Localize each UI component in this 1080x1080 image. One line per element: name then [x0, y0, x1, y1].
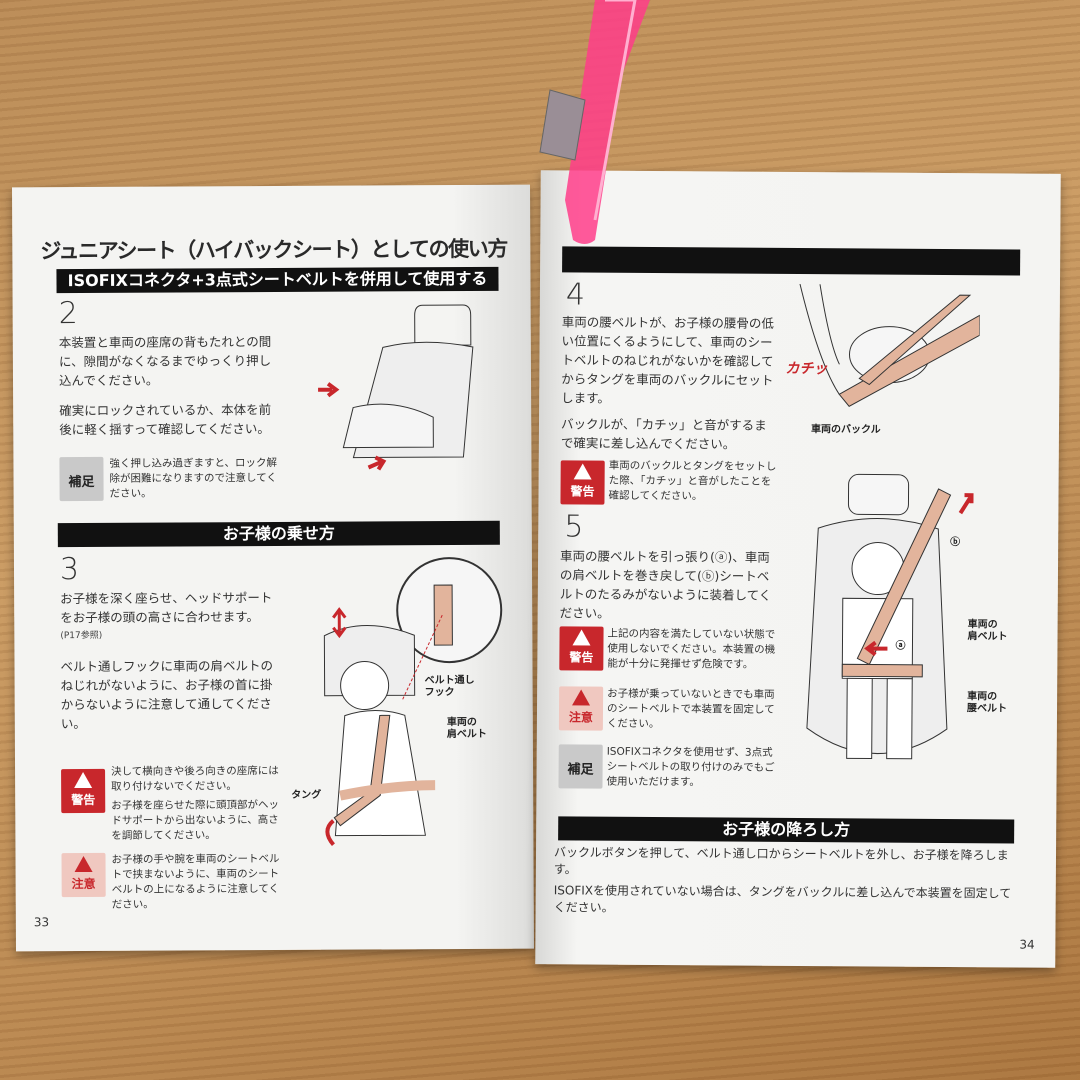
- page-number: 33: [33, 915, 50, 930]
- note-badge: 補足: [558, 744, 603, 789]
- hook-callout: ベルト通し フック: [424, 674, 475, 699]
- click-sound-label: カチッ: [785, 360, 828, 378]
- lap-belt-callout: 車両の 腰ベルト: [966, 691, 1008, 715]
- unload-text-2: ISOFIXを使用されていない場合は、タングをバックルに差し込んで本装置を固定し…: [553, 883, 1012, 915]
- warning-triangle-icon: [573, 463, 592, 480]
- section-bar: お子様の降ろし方: [558, 816, 1015, 844]
- section-bar: お子様の乗せ方: [57, 520, 500, 548]
- subtitle-bar: ISOFIXコネクタ+3点式シートベルトを併用して使用する: [56, 266, 499, 294]
- unload-text: バックルボタンを押して、ベルト通し口からシートベルトを外し、お子様を降ろします。: [553, 845, 1009, 877]
- buckle-illustration: [799, 283, 980, 407]
- caution-text: お子様の手や腕を車両のシートベルトで挟まないように、車両のシートベルトの上になる…: [111, 852, 280, 911]
- right-page: 4 車両の腰ベルトが、お子様の腰骨の低い位置にくるようにして、車両のシートベルト…: [535, 170, 1061, 968]
- caution-label: 注意: [71, 876, 96, 892]
- caution-text: お子様が乗っていないときでも車両のシートベルトで本装置を固定してください。: [606, 687, 775, 731]
- warning-badge: 警告: [560, 460, 605, 505]
- caution-triangle-icon: [74, 855, 93, 873]
- label-b: ⓑ: [950, 537, 961, 549]
- header-bar: [562, 246, 1021, 276]
- buckle-callout: 車両のバックル: [810, 424, 881, 436]
- step2-text-2: 確実にロックされているか、本体を前後に軽く揺すって確認してください。: [59, 402, 272, 438]
- left-page: ジュニアシート（ハイバックシート）としての使い方 ISOFIXコネクタ+3点式シ…: [12, 184, 534, 952]
- warning-badge: 警告: [559, 626, 604, 671]
- seat-install-illustration: [318, 304, 474, 471]
- warning-text: 上記の内容を満たしていない状態で使用しないでください。本装置の機能が十分に発揮せ…: [607, 627, 776, 671]
- warning-triangle-icon: [572, 629, 591, 646]
- warning-label: 警告: [569, 650, 594, 665]
- warning-label: 警告: [570, 484, 595, 499]
- tongue-callout: タング: [291, 789, 322, 801]
- page-title: ジュニアシート（ハイバックシート）としての使い方: [40, 236, 508, 264]
- label-a: ⓐ: [895, 640, 906, 652]
- step-number: 5: [564, 509, 584, 545]
- note-text: 強く押し込み過ぎますと、ロック解除が困難になりますので注意してください。: [109, 456, 278, 500]
- note-text: ISOFIXコネクタを使用せず、3点式シートベルトの取り付けのみでもご使用いただ…: [606, 745, 775, 789]
- note-badge: 補足: [59, 456, 104, 502]
- caution-badge: 注意: [61, 852, 106, 898]
- caution-label: 注意: [568, 710, 594, 725]
- step2-text: 本装置と車両の座席の背もたれとの間に、隙間がなくなるまでゆっくり押し込んでくださ…: [58, 334, 272, 389]
- caution-badge: 注意: [558, 686, 604, 731]
- pink-clip: [539, 0, 650, 244]
- step4-text: 車両の腰ベルトが、お子様の腰骨の低い位置にくるようにして、車両のシートベルトのね…: [561, 314, 775, 406]
- shoulder-belt-callout: 車両の 肩ベルト: [446, 716, 487, 741]
- caution-triangle-icon: [572, 689, 591, 706]
- warning-triangle-icon: [74, 771, 93, 789]
- child-front-illustration: [806, 473, 974, 760]
- warning-text: 決して横向きや後ろ向きの座席には取り付けないでください。: [111, 764, 279, 793]
- page-reference: (P17参照): [60, 630, 103, 642]
- page-number: 34: [1019, 937, 1035, 952]
- warning-badge: 警告: [61, 768, 106, 814]
- warning-text: 車両のバックルとタングをセットした際、「カチッ」と音がしたことを確認してください…: [608, 459, 777, 503]
- warning-label: 警告: [71, 792, 96, 808]
- warning-text-2: お子様を座らせた際に頭頂部がヘッドサポートから出ないように、高さを調節してくださ…: [111, 798, 280, 842]
- shoulder-belt-callout: 車両の 肩ベルト: [967, 619, 1008, 643]
- step5-text: 車両の腰ベルトを引っ張り(ⓐ)、車両の肩ベルトを巻き戻して(ⓑ)シートベルトのた…: [559, 548, 772, 621]
- step4-text-2: バックルが、「カチッ」と音がするまで確実に差し込んでください。: [560, 416, 767, 452]
- child-seated-illustration: [323, 557, 503, 846]
- step-number: 4: [565, 277, 586, 313]
- step3-text: お子様を深く座らせ、ヘッドサポートをお子様の頭の高さに合わせます。: [60, 590, 273, 626]
- step3-text-2: ベルト通しフックに車両の肩ベルトのねじれがないように、お子様の首に掛からないよう…: [60, 658, 274, 732]
- step-number: 3: [59, 552, 80, 588]
- step-number: 2: [58, 296, 78, 332]
